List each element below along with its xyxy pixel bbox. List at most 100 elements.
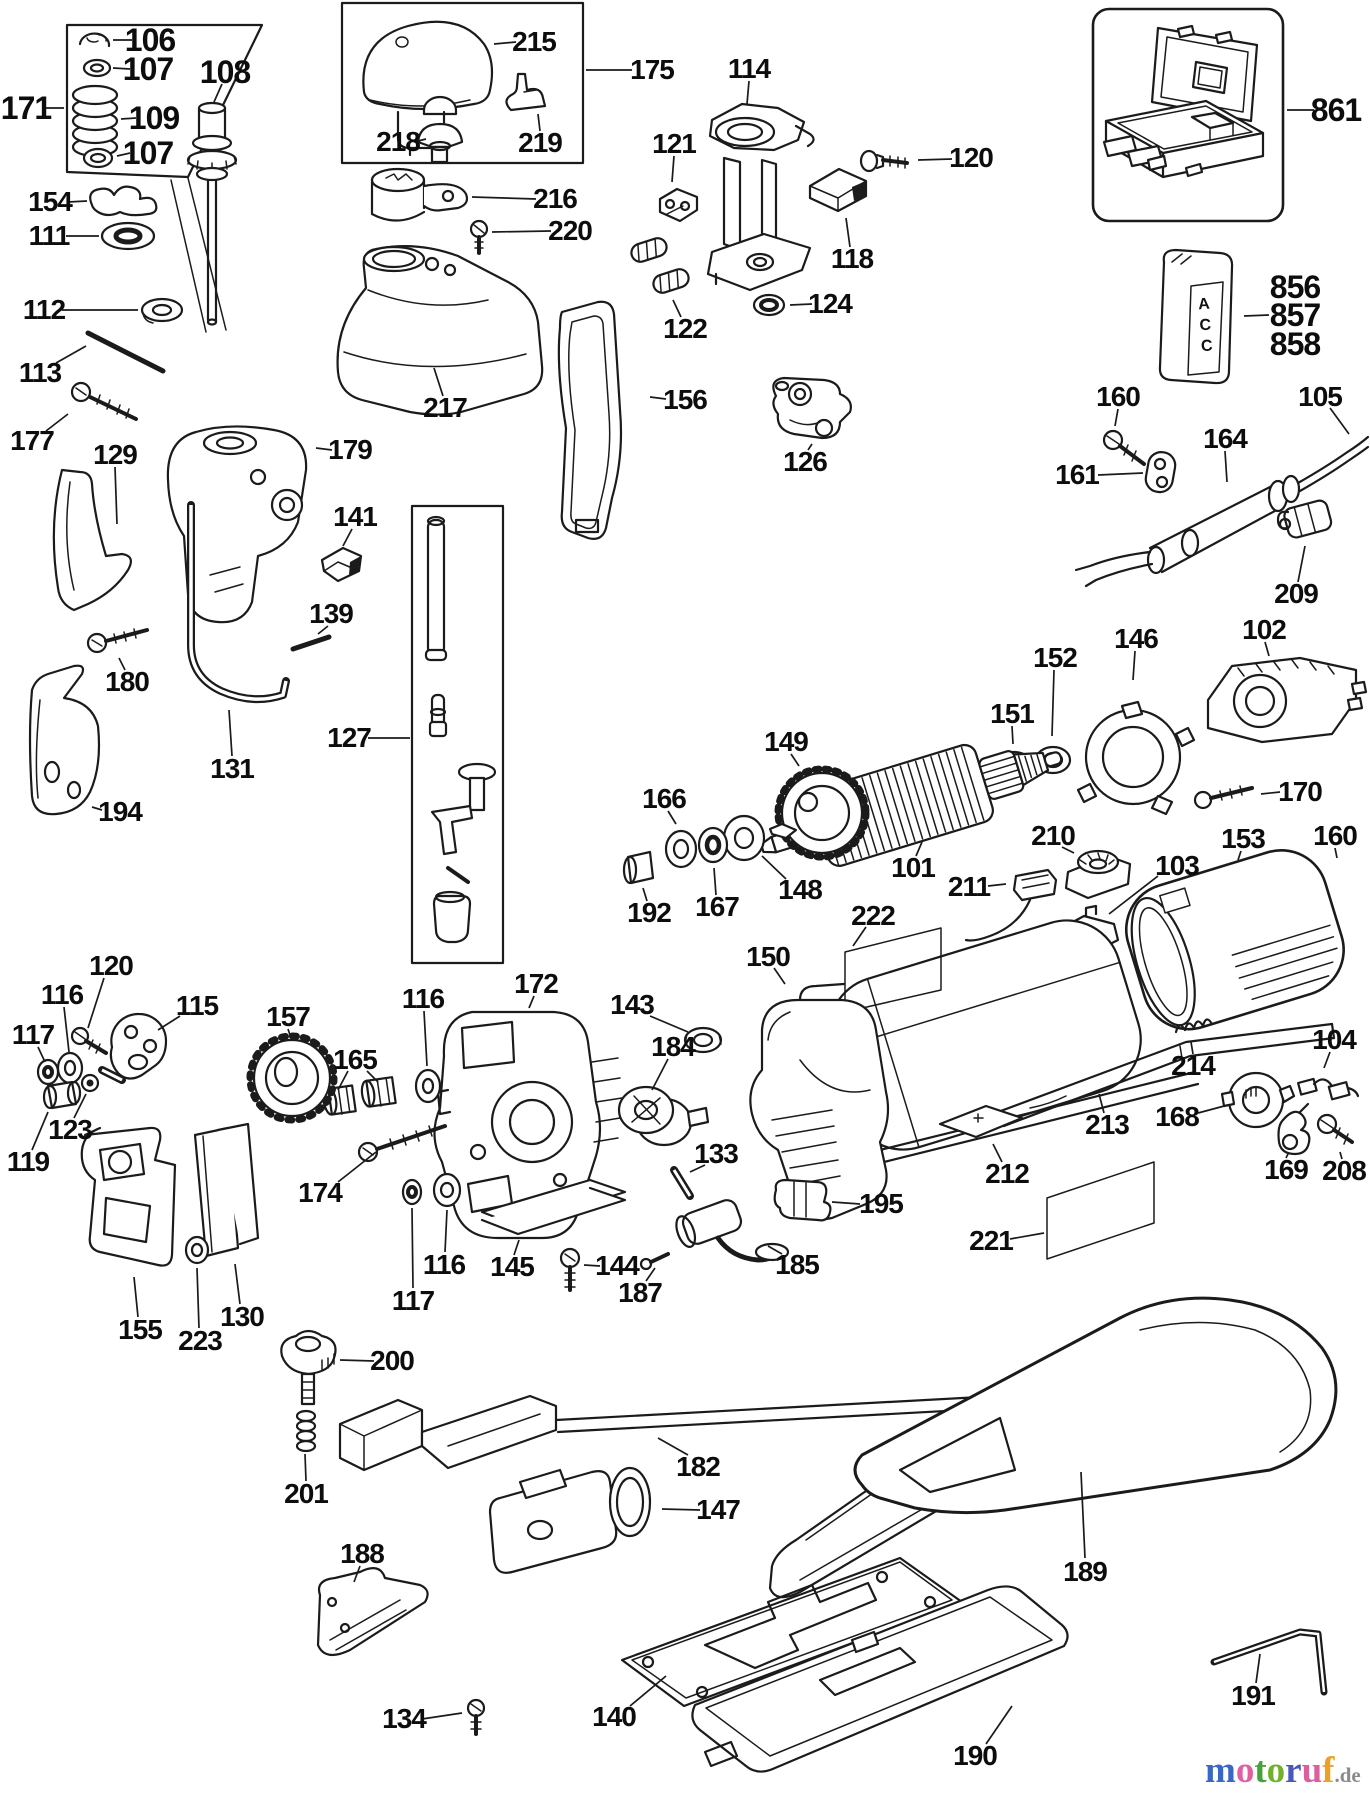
part-157-gear (246, 1032, 338, 1124)
part-label-213-77: 213 (1085, 1109, 1130, 1140)
part-label-134-98: 134 (382, 1703, 427, 1734)
leader-line-114 (746, 80, 750, 105)
leader-line-201 (304, 1453, 307, 1482)
leader-line-104 (1323, 1051, 1331, 1069)
part-201-spring (295, 1409, 317, 1453)
part-116-washers (56, 1051, 462, 1208)
leader-line-194 (91, 806, 103, 811)
leader-line-115 (157, 1015, 181, 1031)
part-179-housing (166, 425, 308, 624)
leader-line-124 (789, 303, 813, 306)
part-label-114-25: 114 (727, 53, 771, 84)
part-126-roller-lever (772, 376, 852, 440)
part-190-shoe-insert (691, 1585, 1069, 1773)
part-label-182-95: 182 (676, 1451, 721, 1482)
part-143-nut (683, 1026, 723, 1054)
part-label-180-15: 180 (105, 666, 150, 697)
part-216-bearing-retainer (370, 167, 469, 222)
part-200-knob (280, 1329, 337, 1406)
leader-line-151 (1011, 725, 1014, 745)
leader-line-146 (1132, 650, 1136, 681)
part-label-121-26: 121 (652, 128, 697, 159)
part-label-166-47: 166 (642, 783, 687, 814)
leader-line-216 (471, 196, 537, 200)
part-label-122-29: 122 (663, 313, 708, 344)
part-label-147-96: 147 (696, 1494, 741, 1525)
part-label-155-91: 155 (118, 1314, 163, 1345)
part-label-216-22: 216 (533, 183, 578, 214)
part-106-eclip (78, 32, 111, 48)
part-label-118-28: 118 (830, 243, 874, 274)
part-174-screw (357, 1124, 447, 1163)
part-222-label-sheet (844, 927, 942, 1013)
group-box-175 (340, 1, 585, 165)
part-139-pin (290, 634, 332, 652)
part-label-188-97: 188 (340, 1538, 385, 1569)
part-label-117-64: 117 (11, 1019, 55, 1050)
part-130-guides (193, 1122, 260, 1258)
part-210-speed-dial (1064, 849, 1132, 900)
part-133-pin (670, 1166, 694, 1200)
leader-line-160 (1114, 408, 1119, 427)
leader-line-150 (773, 967, 786, 985)
part-119-bushing (42, 1080, 82, 1110)
part-212-plate (938, 1104, 1024, 1139)
part-label-149-46: 149 (764, 726, 809, 757)
part-label-223-92: 223 (178, 1325, 223, 1356)
part-label-126-32: 126 (783, 446, 828, 477)
leader-line-148 (761, 855, 787, 880)
part-108-plunger (186, 101, 238, 326)
part-label-140-99: 140 (592, 1701, 637, 1732)
part-label-214-75: 214 (1171, 1050, 1216, 1081)
part-120-screw-top (859, 149, 909, 173)
leader-line-143 (649, 1015, 689, 1033)
part-label-856-34: 856 (1269, 269, 1321, 305)
leader-line-103 (1108, 875, 1159, 915)
part-label-175-19: 175 (630, 54, 675, 85)
part-label-104-76: 104 (1312, 1024, 1357, 1055)
part-label-201-94: 201 (284, 1478, 329, 1509)
watermark-logo[interactable]: motoruf.de (1205, 1752, 1361, 1789)
part-label-191-102: 191 (1231, 1680, 1276, 1711)
leader-line-180 (118, 657, 126, 671)
leader-line-117 (37, 1046, 46, 1063)
part-label-858-36: 858 (1269, 326, 1321, 362)
part-120-screw-left (70, 1026, 108, 1055)
leader-line-122 (672, 299, 682, 318)
leader-line-220 (491, 230, 552, 233)
leader-line-133 (689, 1164, 706, 1173)
leader-line-117 (411, 1207, 414, 1289)
part-124-ring (752, 293, 786, 317)
part-180-screw (86, 628, 149, 654)
part-label-141-13: 141 (333, 501, 378, 532)
part-label-211-56: 211 (947, 871, 991, 902)
part-label-190-100: 190 (953, 1740, 998, 1771)
leader-line-134 (421, 1712, 463, 1720)
leader-line-107 (112, 67, 131, 70)
part-label-219-21: 219 (518, 127, 563, 158)
leader-line-184 (651, 1058, 669, 1091)
leader-line-144 (583, 1264, 601, 1267)
leader-line-160 (1334, 847, 1338, 859)
part-label-172-66: 172 (514, 968, 559, 999)
leader-line-101 (915, 841, 923, 857)
watermark-letter: m (1205, 1750, 1236, 1791)
part-169-lever (1277, 1102, 1311, 1156)
part-113-pin (85, 330, 166, 374)
part-164-cord-guard (1074, 435, 1370, 588)
leader-line-165 (337, 1070, 349, 1091)
leader-line-222 (852, 926, 867, 947)
part-label-170-48: 170 (1278, 776, 1323, 807)
part-label-139-14: 139 (309, 598, 354, 629)
part-185-lever-assy (675, 1199, 790, 1263)
part-label-168-78: 168 (1155, 1101, 1200, 1132)
part-label-200-93: 200 (370, 1345, 415, 1376)
leader-line-157 (287, 1028, 292, 1039)
part-label-184-70: 184 (651, 1031, 696, 1062)
part-label-209-41: 209 (1274, 578, 1319, 609)
watermark-letter: o (1266, 1750, 1286, 1791)
part-label-857-35: 857 (1269, 297, 1321, 333)
part-195-saddle (773, 1178, 832, 1222)
